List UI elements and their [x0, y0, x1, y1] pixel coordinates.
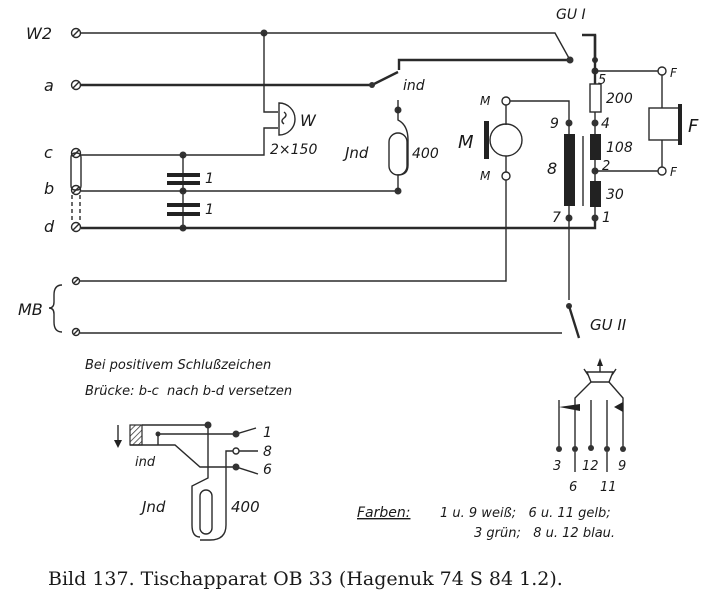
cord-pin-3: 3 [553, 459, 561, 474]
wire-a [81, 70, 399, 87]
capacitor-1-plate [167, 181, 200, 185]
transformer-primary-coil [564, 134, 575, 206]
wire-mic-to-9 [510, 100, 570, 122]
wire-mb-1 [80, 175, 507, 282]
capacitor-1-plate [167, 173, 200, 177]
screw-terminal-mb-1 [71, 276, 81, 286]
bell-label: W [300, 111, 317, 130]
note-line-2: Brücke: b-c nach b-d versetzen [85, 384, 292, 399]
hook-switch-2 [567, 305, 581, 339]
hatched-block [129, 424, 143, 446]
bell-icon [278, 102, 296, 136]
hook-switch-2-label: GU II [590, 316, 627, 334]
inset-switch-label: ind [135, 455, 156, 470]
mic-label: M [458, 132, 474, 153]
capacitor-2-plate [167, 212, 200, 216]
inset-wire [158, 427, 257, 435]
receiver-terminal-bottom [657, 166, 667, 176]
inset-pin-6: 6 [263, 462, 272, 478]
mic-terminal-bottom [501, 171, 511, 181]
hook-switch-1-contact [582, 33, 597, 60]
cord-pin-11: 11 [600, 480, 617, 495]
handset-icon [585, 371, 615, 383]
mic-terminal-label-bottom: M [480, 169, 491, 183]
inset-wire [130, 444, 259, 475]
inductor-label: Jnd [342, 144, 369, 162]
receiver-diaphragm [678, 104, 682, 145]
hook-switch-1-label: GU I [556, 7, 586, 23]
colors-legend-line-1: 1 u. 9 weiß; 6 u. 11 gelb; [440, 506, 611, 521]
screw-terminal-d [70, 221, 82, 233]
mic-terminal-label-top: M [480, 94, 491, 108]
inset-wire [200, 450, 236, 541]
bell-value: 2×150 [270, 142, 317, 158]
microphone-diaphragm [484, 121, 489, 159]
coil-108 [590, 134, 601, 160]
receiver-terminal-label-top: F [670, 66, 678, 80]
pin-1-label: 1 [602, 210, 611, 226]
pin-9-label: 9 [550, 116, 559, 132]
pin-7-label: 7 [552, 210, 561, 226]
bridge-b-c [70, 152, 82, 191]
microphone-icon [489, 123, 523, 157]
pin-5-label: 5 [598, 73, 606, 88]
cord-pin-12: 12 [582, 459, 599, 474]
wire-w2 [81, 32, 571, 61]
wire-w2-to-bell [263, 33, 278, 113]
terminal-label-d: d [44, 217, 55, 236]
receiver-terminal-top [657, 66, 667, 76]
coil-108-label: 108 [606, 140, 633, 156]
pin-4-label: 4 [601, 116, 610, 132]
inset-coil-label: Jnd [139, 498, 166, 516]
transformer-label: 8 [547, 159, 557, 178]
receiver-label: F [688, 116, 699, 137]
note-line-1: Bei positivem Schlußzeichen [85, 358, 271, 373]
terminal-label-a: a [44, 76, 54, 95]
terminal-label-w2: W2 [26, 24, 52, 43]
cord-pin-6: 6 [569, 480, 577, 495]
junction [369, 82, 375, 88]
inset-pin-8: 8 [263, 444, 272, 460]
capacitor-1-value: 1 [205, 171, 214, 187]
cord-pin-9: 9 [618, 459, 626, 474]
inductor-icon [388, 132, 408, 176]
inset-wire [142, 424, 209, 538]
wire-d [81, 215, 597, 230]
coil-30-label: 30 [606, 187, 624, 203]
inset-pin-1: 1 [263, 425, 272, 441]
receiver-icon [648, 107, 680, 141]
colors-legend-line-2: 3 grün; 8 u. 12 blau. [474, 526, 615, 541]
mb-brace [48, 284, 63, 333]
handset-cord-diagram [556, 358, 626, 472]
colors-legend-title: Farben: [357, 505, 410, 521]
screw-terminal-a [70, 79, 82, 91]
screw-terminal-mb-2 [71, 327, 81, 337]
capacitor-2-plate [167, 203, 200, 207]
wire-c [81, 127, 278, 156]
inset-coil [199, 489, 213, 535]
bell-coil [281, 111, 287, 125]
coil-30 [590, 181, 601, 207]
resistor-200-label: 200 [606, 91, 633, 107]
terminal-label-c: c [44, 143, 53, 162]
junction [566, 56, 574, 64]
capacitor-2-value: 1 [205, 202, 214, 218]
resistor-200 [589, 83, 602, 113]
screw-terminal-w2 [70, 27, 82, 39]
pin-2-label: 2 [602, 159, 610, 174]
wire-gu1-contact [397, 58, 570, 70]
pin-1 [591, 214, 599, 222]
receiver-terminal-label-bottom: F [670, 165, 678, 179]
pin-4 [591, 119, 599, 127]
mic-terminal-top [501, 96, 511, 106]
terminal-label-b: b [44, 179, 54, 198]
inset-inductor-detail [114, 421, 259, 541]
ind-switch-label: ind [403, 78, 425, 94]
terminal-label-mb: MB [18, 300, 43, 319]
figure-caption: Bild 137. Tischapparat OB 33 (Hagenuk 74… [48, 568, 563, 590]
inset-coil-value: 400 [231, 498, 260, 516]
arrow-down-head [114, 440, 122, 448]
inductor-value: 400 [412, 146, 439, 162]
